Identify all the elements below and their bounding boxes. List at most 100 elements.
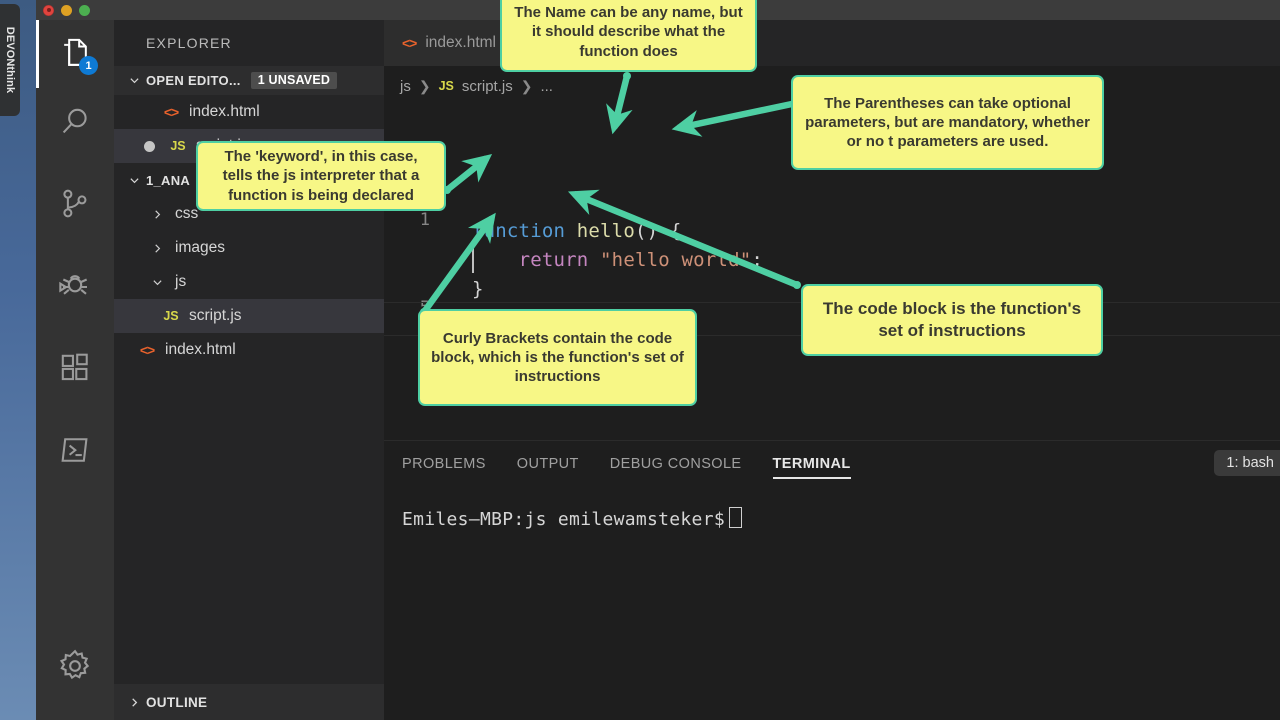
editor-tab-index-html[interactable]: <> index.html: [384, 20, 513, 66]
title-bar: script.js — 1_anatomy_take2: [36, 0, 1280, 20]
html-icon: <>: [139, 342, 155, 358]
window-title: script.js — 1_anatomy_take2: [585, 4, 731, 16]
explorer-badge: 1: [79, 56, 98, 75]
editor-tab-label: index.html: [425, 34, 497, 51]
js-icon: JS: [163, 309, 179, 323]
window-controls[interactable]: [43, 4, 90, 16]
code-editor[interactable]: 1 5 function hello() { return "hello wor…: [384, 106, 1280, 440]
code-token-function-name: hello: [576, 220, 635, 242]
chevron-right-icon: [146, 208, 168, 221]
debug-icon: [59, 275, 88, 295]
open-editors-header[interactable]: OPEN EDITO... 1 UNSAVED: [114, 66, 384, 95]
code-token-open-brace: {: [658, 220, 682, 242]
terminal-instance-chip[interactable]: 1: bash: [1214, 450, 1280, 476]
code-line-2: return "hello world";: [472, 249, 763, 271]
code-token-space: [588, 249, 600, 271]
activity-item-search[interactable]: [36, 88, 114, 156]
open-editor-label: script.js: [196, 137, 249, 154]
activity-item-source-control[interactable]: [36, 170, 114, 238]
tree-item-js[interactable]: js: [114, 265, 384, 299]
open-editor-item-script-js[interactable]: JS script.js: [114, 129, 384, 163]
tree-item-css[interactable]: css: [114, 197, 384, 231]
activity-item-run-and-debug[interactable]: [36, 252, 114, 320]
html-icon: <>: [402, 35, 417, 51]
tab-problems[interactable]: PROBLEMS: [402, 456, 486, 472]
search-icon: [62, 108, 87, 134]
tree-item-label: css: [175, 205, 199, 222]
code-token-indent: [472, 249, 519, 271]
code-token-semicolon: ;: [751, 249, 763, 271]
tree-item-label: script.js: [189, 307, 242, 324]
text-cursor: [472, 247, 474, 273]
chevron-down-icon: [126, 172, 142, 188]
open-editors-label: OPEN EDITO...: [146, 73, 241, 88]
code-token-keyword: function: [472, 220, 566, 242]
maximize-button[interactable]: [79, 4, 90, 16]
code-line-1: function hello() {: [472, 220, 682, 242]
chevron-right-icon: [146, 242, 168, 255]
current-line-border-bottom: [384, 335, 1280, 336]
unsaved-dot-icon: [138, 140, 160, 152]
files-icon: [64, 38, 87, 66]
tab-output[interactable]: OUTPUT: [516, 456, 579, 472]
tab-debug-console[interactable]: DEBUG CONSOLE: [609, 456, 742, 472]
open-editor-label: index.html: [189, 103, 260, 120]
explorer-sidebar: EXPLORER OPEN EDITO... 1 UNSAVED <> inde…: [114, 20, 396, 720]
source-control-icon: [63, 189, 87, 218]
editor-region: <> index.html js ❯ JS script.js ❯ ... 1 …: [384, 20, 1280, 720]
extensions-icon: [61, 353, 88, 381]
tree-item-images[interactable]: images: [114, 231, 384, 265]
breadcrumb: js ❯ JS script.js ❯ ...: [384, 66, 1280, 106]
terminal-cursor: [728, 507, 742, 528]
activity-bar: 1: [36, 20, 114, 720]
tree-item-index-html[interactable]: <> index.html: [114, 333, 384, 367]
explorer-title: EXPLORER: [146, 35, 232, 51]
html-icon: <>: [163, 104, 179, 120]
chevron-right-icon: ❯: [418, 77, 431, 94]
line-number: 1: [419, 210, 430, 230]
breadcrumb-item-folder[interactable]: js: [400, 77, 411, 95]
tree-item-label: index.html: [165, 341, 236, 358]
workspace-folder-label: 1_ANA: [146, 172, 191, 188]
tree-item-label: images: [175, 239, 225, 256]
tree-item-label: js: [175, 273, 187, 290]
open-editor-item-index-html[interactable]: <> index.html: [114, 95, 384, 129]
tab-terminal[interactable]: TERMINAL: [772, 441, 851, 487]
close-button[interactable]: [43, 4, 54, 16]
code-token-return: return: [518, 249, 589, 271]
activity-item-explorer[interactable]: 1: [36, 20, 114, 88]
gear-icon: [59, 649, 90, 680]
outline-label: OUTLINE: [146, 694, 208, 710]
activity-item-manage[interactable]: [36, 632, 114, 700]
terminal-prompt-text: Emiles–MBP:js emilewamsteker$: [402, 509, 725, 530]
tree-item-script-js[interactable]: JS script.js: [114, 299, 384, 333]
code-token-string: "hello world": [600, 249, 752, 271]
terminal-prompt-icon: [61, 438, 88, 462]
js-icon: JS: [170, 139, 186, 153]
chevron-down-icon: [146, 276, 168, 289]
activity-item-remote-explorer[interactable]: [36, 416, 114, 484]
activity-item-extensions[interactable]: [36, 334, 114, 402]
js-icon: JS: [438, 79, 454, 93]
workspace-folder-header[interactable]: 1_ANA: [114, 163, 384, 197]
bottom-panel: PROBLEMS OUTPUT DEBUG CONSOLE TERMINAL 1…: [384, 440, 1280, 720]
line-number: 5: [419, 298, 430, 318]
outline-section-header[interactable]: OUTLINE: [114, 684, 396, 720]
editor-tab-bar: <> index.html: [384, 20, 1280, 66]
minimize-button[interactable]: [61, 4, 72, 16]
code-token-parens: (): [634, 220, 659, 242]
code-token-space: [565, 220, 577, 242]
vscode-window: script.js — 1_anatomy_take2 1: [36, 0, 1280, 720]
current-line-border-top: [384, 302, 1280, 303]
breadcrumb-item-symbol[interactable]: ...: [540, 77, 553, 95]
breadcrumb-item-file[interactable]: script.js: [461, 77, 513, 95]
devonthink-side-tab-label: DEVONthink: [4, 26, 16, 94]
panel-tab-bar: PROBLEMS OUTPUT DEBUG CONSOLE TERMINAL 1…: [384, 441, 1280, 487]
terminal-output[interactable]: Emiles–MBP:js emilewamsteker$: [384, 487, 1280, 530]
chevron-down-icon: [126, 73, 142, 89]
devonthink-side-tab[interactable]: DEVONthink: [0, 4, 20, 116]
chevron-right-icon: [126, 694, 142, 710]
chevron-right-icon: ❯: [520, 77, 533, 94]
unsaved-badge: 1 UNSAVED: [250, 72, 338, 89]
